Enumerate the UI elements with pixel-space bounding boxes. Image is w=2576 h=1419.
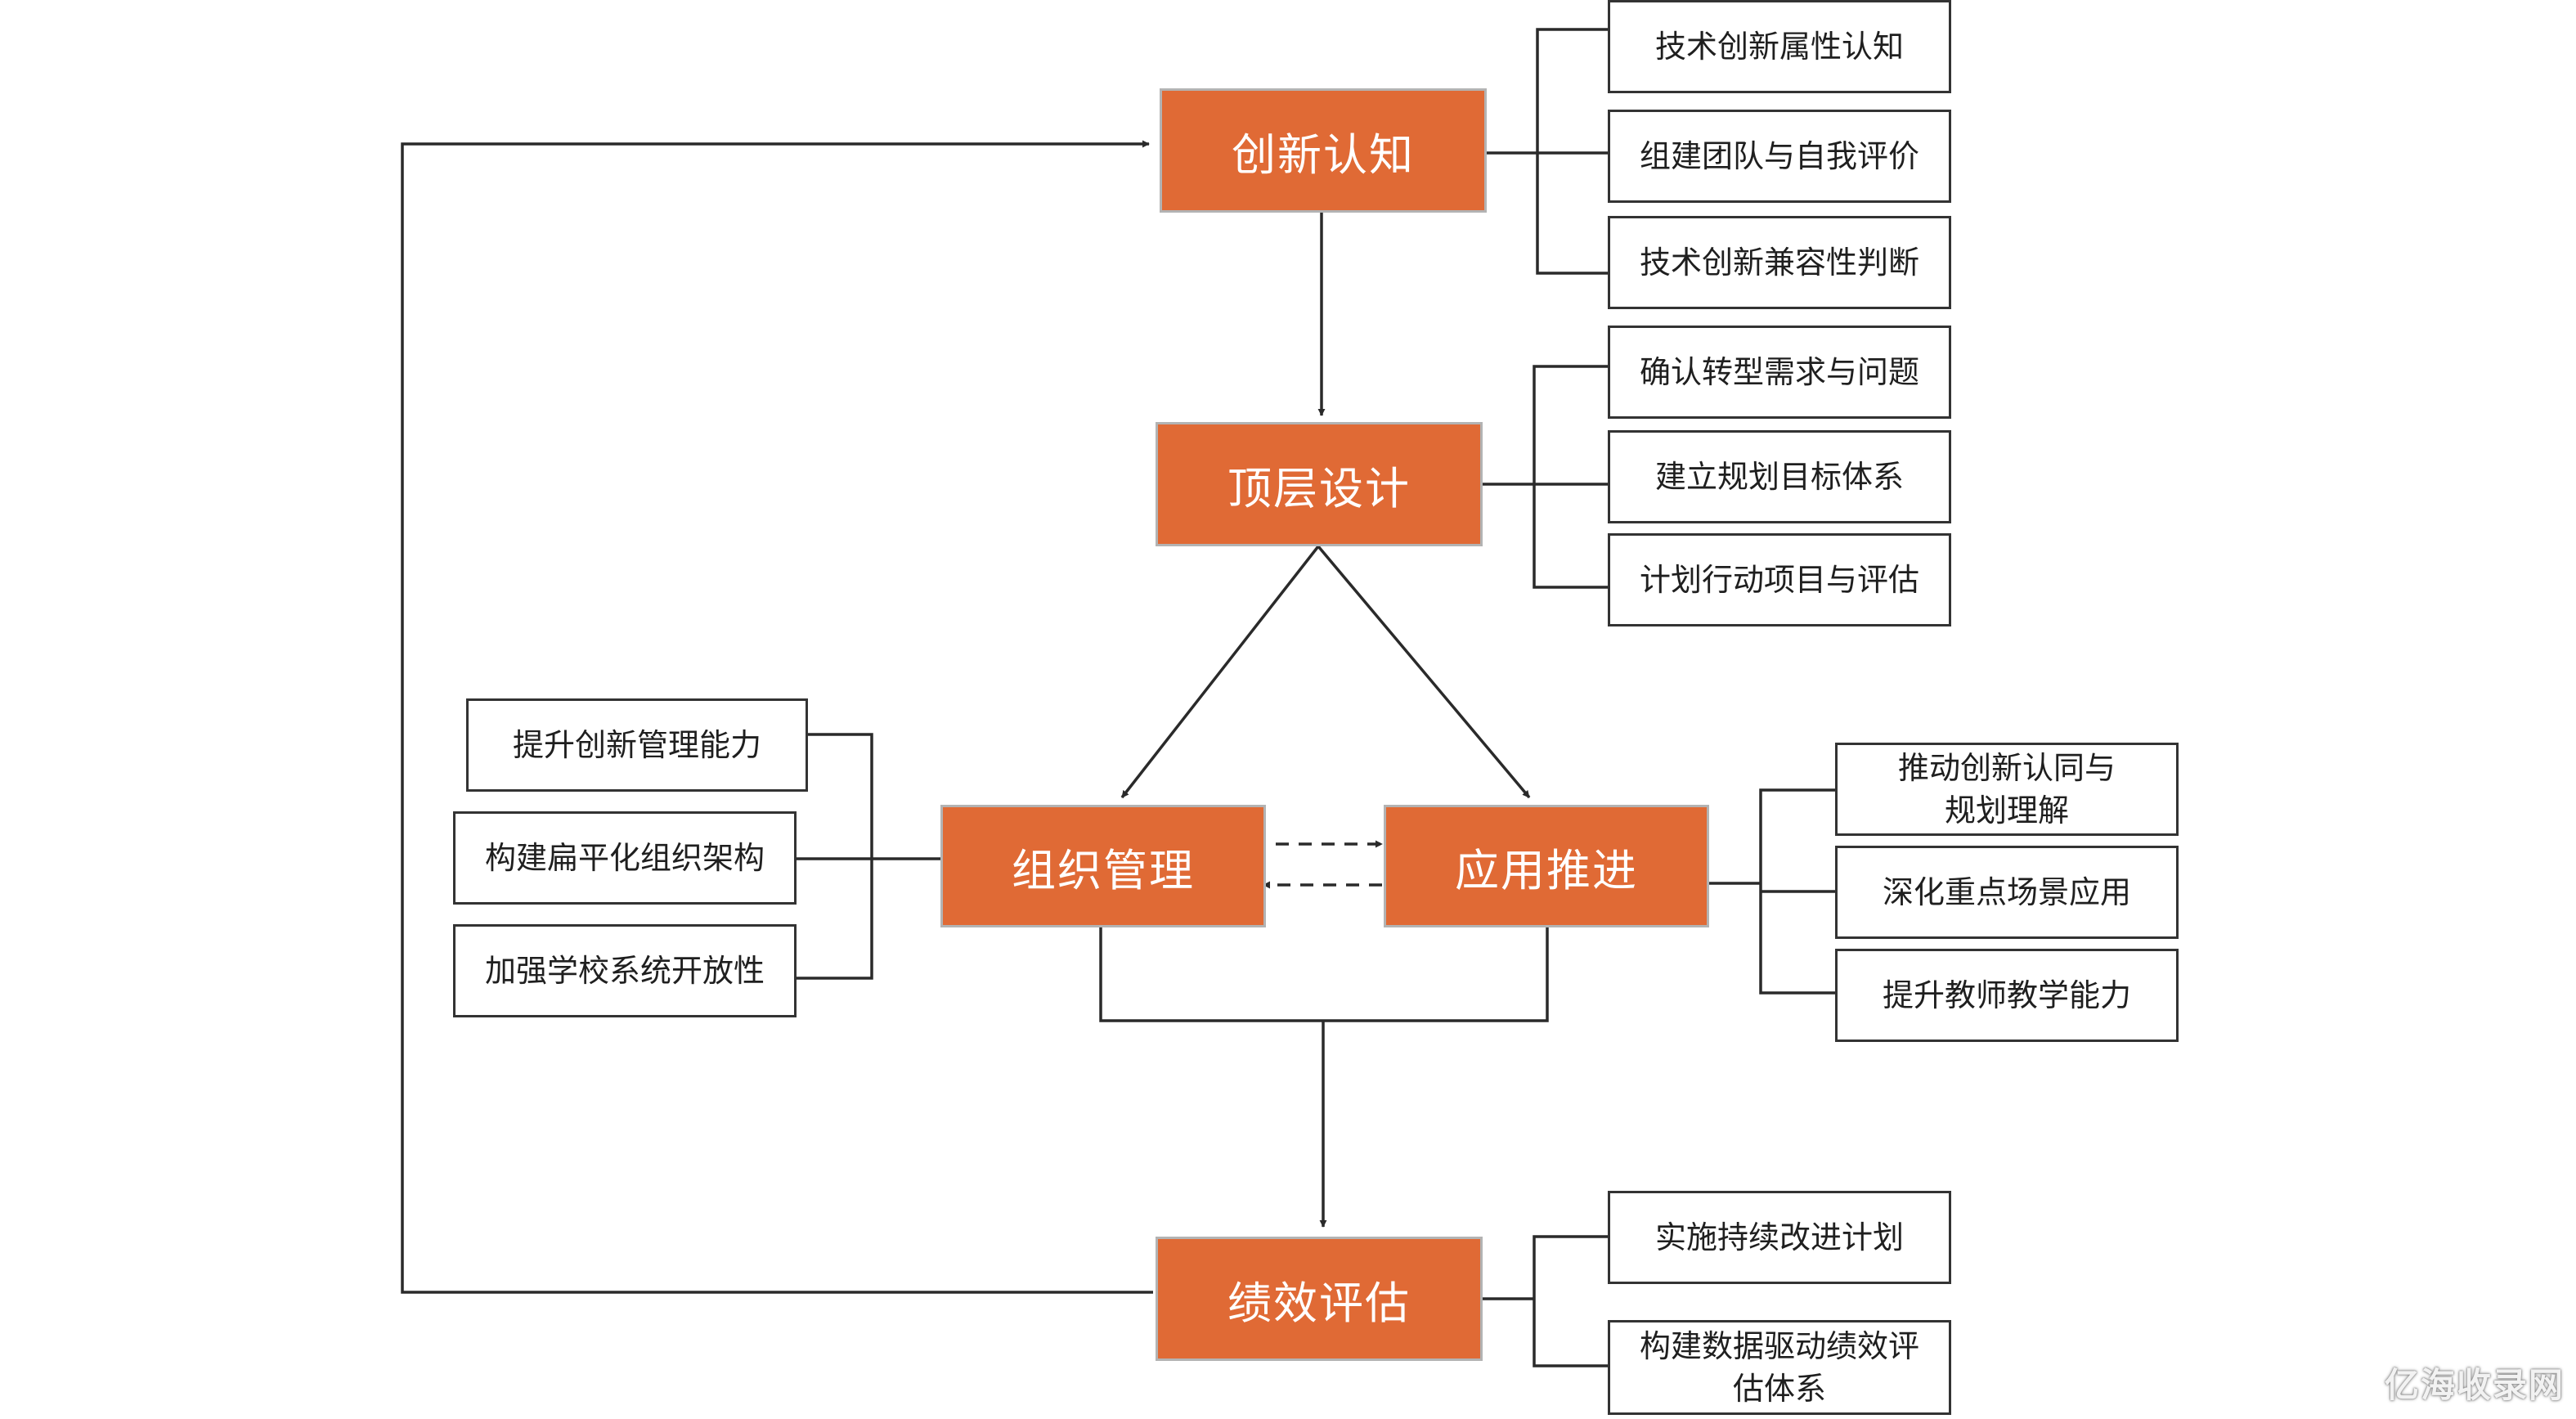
detail-box: 提升创新管理能力 <box>466 698 808 792</box>
stage-organization-management-label: 组织管理 <box>1012 844 1195 896</box>
bracket-organization <box>797 733 873 980</box>
arrow-design-to-organization <box>1120 545 1320 799</box>
detail-box: 建立规划目标体系 <box>1608 430 1951 523</box>
detail-box: 组建团队与自我评价 <box>1608 110 1951 203</box>
detail-box: 构建扁平化组织架构 <box>453 811 797 905</box>
detail-box: 技术创新兼容性判断 <box>1608 216 1951 309</box>
arrow-design-to-application <box>1317 545 1531 799</box>
detail-box: 推动创新认同与规划理解 <box>1835 743 2179 836</box>
stage-top-level-design: 顶层设计 <box>1156 422 1483 546</box>
stage-performance-evaluation-label: 绩效评估 <box>1227 1277 1411 1329</box>
feedback-loop-line <box>401 140 1153 1294</box>
stage-organization-management: 组织管理 <box>940 805 1266 927</box>
bracket-evaluation <box>1533 1235 1608 1367</box>
watermark: 亿海收录网 <box>2384 1365 2565 1405</box>
stage-application-promotion-label: 应用推进 <box>1455 844 1638 896</box>
detail-box: 技术创新属性认知 <box>1608 0 1951 93</box>
detail-box: 实施持续改进计划 <box>1608 1191 1951 1284</box>
bracket-design <box>1533 365 1608 589</box>
detail-box: 计划行动项目与评估 <box>1608 533 1951 626</box>
detail-box: 深化重点场景应用 <box>1835 846 2179 939</box>
stage-performance-evaluation: 绩效评估 <box>1156 1237 1483 1361</box>
detail-box: 提升教师教学能力 <box>1835 949 2179 1042</box>
detail-box: 确认转型需求与问题 <box>1608 326 1951 419</box>
stage-application-promotion: 应用推进 <box>1384 805 1709 927</box>
detail-box: 加强学校系统开放性 <box>453 924 797 1017</box>
stage-top-level-design-label: 顶层设计 <box>1227 462 1411 514</box>
stage-innovation-cognition-label: 创新认知 <box>1232 128 1415 181</box>
bracket-cognition <box>1536 28 1608 275</box>
merge-bracket <box>1099 924 1549 1022</box>
stage-innovation-cognition: 创新认知 <box>1160 88 1487 213</box>
detail-box: 构建数据驱动绩效评估体系 <box>1608 1320 1951 1415</box>
